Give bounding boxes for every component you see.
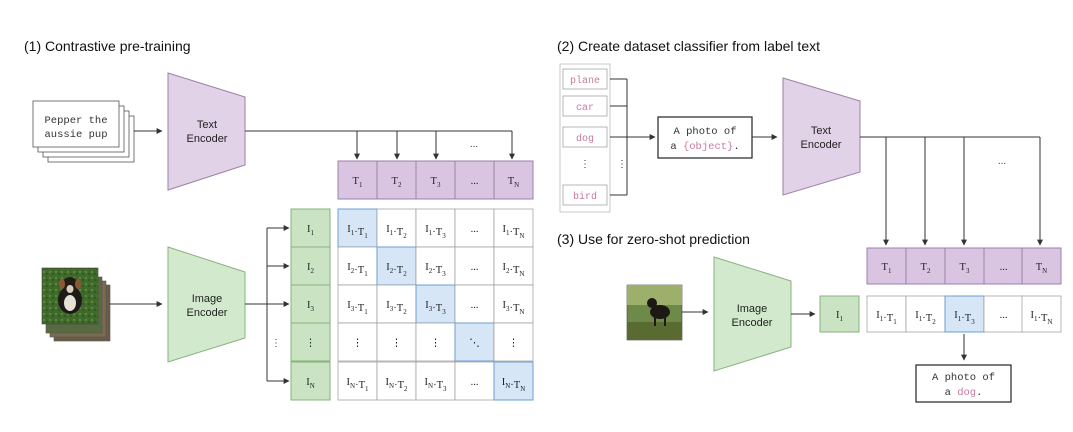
text-input-line-1: Pepper the	[44, 115, 107, 127]
image-encoder-1-label-line1: Image	[192, 293, 223, 305]
text-token: T1	[353, 176, 363, 189]
text-input-stack: Pepper the aussie pup	[32, 100, 135, 163]
similarity-cell: ...	[471, 224, 479, 235]
section3-title: (3) Use for zero-shot prediction	[557, 231, 750, 247]
text-encoder-1-label-line2: Encoder	[187, 133, 228, 145]
query-image	[626, 284, 683, 341]
text-token: ...	[471, 176, 479, 187]
text-token-row-2: T1 T2 T3... TN	[866, 247, 1062, 285]
image-encoder-1: Image Encoder	[167, 246, 246, 363]
text-input-line-2: aussie pup	[44, 129, 107, 141]
label-item-plane: plane	[570, 75, 600, 87]
text-token: ...	[1000, 262, 1008, 273]
similarity-cell: ⋮	[430, 338, 441, 349]
text-token: T3	[960, 262, 970, 275]
image-token: I1	[307, 224, 315, 237]
similarity-cell-diagonal: ⋱	[469, 338, 480, 349]
similarity-matrix: I1·T1I1·T2I1·T3...I1·TNI2·T1I2·T2I2·T3..…	[337, 208, 534, 401]
similarity-cell: ...	[471, 262, 479, 273]
image-token: I2	[307, 262, 315, 275]
prompt-template-box: A photo of a {object}.	[657, 116, 753, 159]
image-token: I3	[307, 300, 315, 313]
text-token: T2	[921, 262, 931, 275]
text-token: TN	[508, 176, 519, 189]
labels-vdots-1: ⋮	[580, 159, 590, 170]
image-encoder-1-label-line2: Encoder	[187, 307, 228, 319]
prediction-result-line1: A photo of	[932, 372, 995, 384]
image-encoder-2-label-line1: Image	[737, 303, 768, 315]
image-token: ⋮	[305, 338, 316, 349]
text-encoder-1-label-line1: Text	[197, 119, 217, 131]
text-token: T1	[882, 262, 892, 275]
prediction-cell: ...	[1000, 310, 1008, 321]
text-encoder-2-label-line1: Text	[811, 125, 831, 137]
section2-title: (2) Create dataset classifier from label…	[557, 38, 820, 54]
image-encoder-2: Image Encoder	[713, 256, 792, 372]
prediction-result-line2: a dog.	[945, 387, 983, 399]
label-list: plane car dog bird	[562, 68, 608, 206]
text-token: T3	[431, 176, 441, 189]
prediction-result-box: A photo of a dog.	[915, 364, 1012, 403]
image-token: IN	[306, 377, 315, 390]
image-input-stack	[41, 267, 111, 342]
similarity-cell: ⋮	[352, 338, 363, 349]
labels-vdots-2: ⋮	[617, 159, 627, 170]
similarity-cell: ...	[471, 300, 479, 311]
similarity-cell: ...	[471, 377, 479, 388]
image-tokens-vdots-left: ⋮	[271, 338, 281, 349]
text-token: T2	[392, 176, 402, 189]
text-encoder-2-label-line2: Encoder	[801, 139, 842, 151]
label-item-dog: dog	[576, 133, 594, 145]
section1-title: (1) Contrastive pre-training	[24, 38, 191, 54]
prompt-template-line1: A photo of	[673, 126, 736, 138]
image-encoder-2-label-line2: Encoder	[732, 317, 773, 329]
text-tokens-2-ellipsis-top: ...	[998, 156, 1006, 167]
svg-text:I1: I1	[836, 310, 844, 323]
prompt-template-line2: a {object}.	[670, 141, 739, 153]
image-token-query: I1	[819, 295, 860, 333]
text-token: TN	[1036, 262, 1047, 275]
text-encoder-1: Text Encoder	[167, 72, 246, 191]
similarity-cell: ⋮	[391, 338, 402, 349]
text-tokens-ellipsis-top: ...	[470, 139, 478, 150]
similarity-cell: ⋮	[508, 338, 519, 349]
label-item-bird: bird	[573, 191, 597, 203]
label-item-car: car	[576, 103, 594, 114]
text-encoder-2: Text Encoder	[782, 77, 861, 196]
text-token-row-1: T1 T2 T3... TN	[337, 160, 534, 200]
